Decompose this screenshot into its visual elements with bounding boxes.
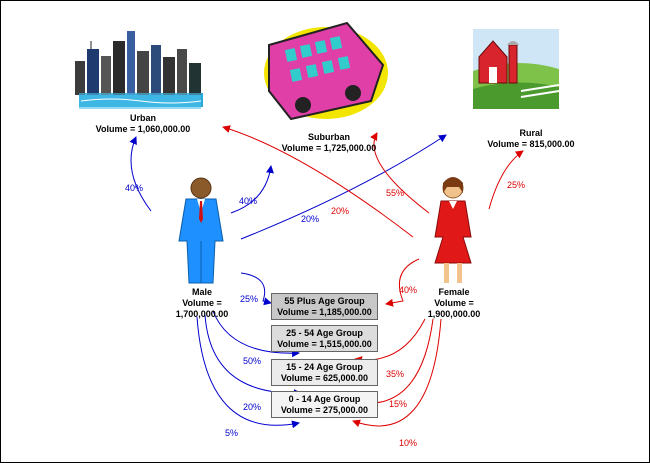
- female-flows: [222, 125, 524, 428]
- age-group-volume: Volume = 275,000.00: [280, 404, 369, 415]
- age-group-name: 25 - 54 Age Group: [286, 327, 363, 338]
- flow-female-urban: [222, 125, 414, 238]
- age-group-volume: Volume = 1,185,000.00: [277, 306, 372, 317]
- flow-female-55plus: [385, 258, 420, 307]
- age-group-box-25-54: 25 - 54 Age Group Volume = 1,515,000.00: [271, 325, 378, 352]
- pct-male-urban: 40%: [125, 183, 144, 193]
- businessman-icon: [178, 177, 224, 284]
- pct-female-0-14-a: 15%: [389, 399, 408, 409]
- flow-male-rural: [240, 134, 447, 240]
- male-label: Male Volume = 1,700,000.00: [167, 287, 237, 320]
- pct-male-suburban: 40%: [239, 196, 258, 206]
- suburban-name: Suburban: [308, 132, 350, 142]
- flow-female-rural: [488, 150, 524, 210]
- age-group-box-0-14: 0 - 14 Age Group Volume = 275,000.00: [271, 391, 378, 418]
- female-name: Female: [438, 287, 470, 297]
- pct-female-0-14-b: 10%: [399, 438, 418, 448]
- rural-name: Rural: [519, 128, 543, 138]
- rural-volume: Volume = 815,000.00: [487, 139, 575, 149]
- male-volume-label: Volume =: [182, 298, 222, 308]
- suburban-label: Suburban Volume = 1,725,000.00: [277, 132, 381, 154]
- businesswoman-icon: [434, 177, 472, 283]
- city-skyline-icon: [75, 31, 203, 109]
- flow-male-urban: [129, 136, 152, 212]
- double-decker-bus-icon: [264, 21, 388, 121]
- pct-female-15-24: 35%: [386, 369, 405, 379]
- age-group-box-55-plus: 55 Plus Age Group Volume = 1,185,000.00: [271, 293, 378, 320]
- age-group-box-15-24: 15 - 24 Age Group Volume = 625,000.00: [271, 359, 378, 386]
- age-group-name: 55 Plus Age Group: [284, 295, 365, 306]
- pct-male-0-14-b: 5%: [225, 428, 239, 438]
- male-name: Male: [191, 287, 212, 297]
- flow-male-suburban: [230, 165, 274, 214]
- pct-male-55plus: 25%: [240, 294, 259, 304]
- pct-female-urban: 20%: [331, 206, 350, 216]
- pct-female-rural: 25%: [507, 180, 526, 190]
- pct-male-0-14-a: 20%: [243, 402, 262, 412]
- age-group-volume: Volume = 1,515,000.00: [277, 338, 372, 349]
- farm-barn-icon: [473, 29, 560, 109]
- male-volume-value: 1,700,000.00: [175, 309, 229, 319]
- female-volume-value: 1,900,000.00: [427, 309, 481, 319]
- pct-male-15-24: 50%: [243, 356, 262, 366]
- pct-female-suburban: 55%: [386, 188, 405, 198]
- urban-name: Urban: [129, 113, 156, 123]
- suburban-volume: Volume = 1,725,000.00: [281, 143, 377, 153]
- flow-female-suburban: [370, 132, 430, 214]
- flow-male-55plus: [240, 272, 272, 306]
- urban-label: Urban Volume = 1,060,000.00: [93, 113, 193, 135]
- age-group-name: 0 - 14 Age Group: [288, 393, 361, 404]
- urban-volume: Volume = 1,060,000.00: [95, 124, 191, 134]
- female-volume-label: Volume =: [434, 298, 474, 308]
- rural-label: Rural Volume = 815,000.00: [479, 128, 583, 150]
- flow-male-15-24: [212, 310, 300, 358]
- flow-female-0-14-b: [352, 318, 442, 428]
- flow-male-0-14-b: [196, 316, 300, 429]
- pct-male-rural: 20%: [301, 214, 320, 224]
- female-label: Female Volume = 1,900,000.00: [419, 287, 489, 320]
- age-group-volume: Volume = 625,000.00: [280, 372, 369, 383]
- pct-female-55plus: 40%: [399, 285, 418, 295]
- age-group-name: 15 - 24 Age Group: [286, 361, 363, 372]
